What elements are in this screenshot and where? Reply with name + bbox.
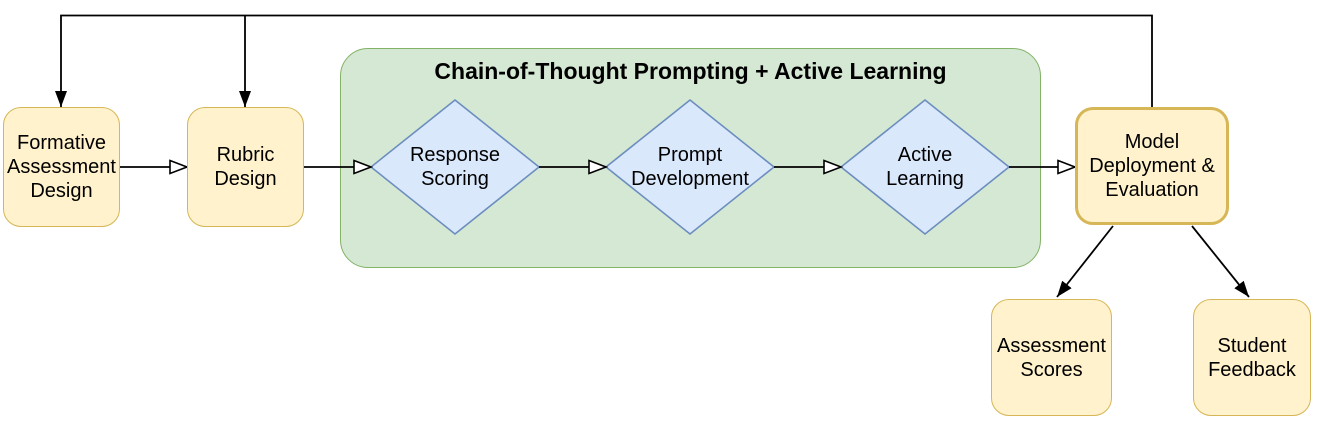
diamond-label-prompt-development: Prompt Development [631, 144, 749, 190]
node-label-feedback: Student Feedback [1208, 334, 1296, 381]
node-label-formative: Formative Assessment Design [7, 132, 116, 202]
node-student-feedback: Student Feedback [1193, 299, 1311, 416]
node-model-deployment-evaluation: Model Deployment & Evaluation [1075, 107, 1229, 225]
node-label-model: Model Deployment & Evaluation [1089, 131, 1215, 201]
edge-model-to-student-feedback [1191, 225, 1250, 298]
node-formative-assessment-design: Formative Assessment Design [3, 107, 120, 227]
node-label-rubric: Rubric Design [214, 144, 277, 190]
group-title: Chain-of-Thought Prompting + Active Lear… [434, 58, 947, 84]
edge-model-to-assessment-scores [1056, 225, 1114, 298]
node-label-scores: Assessment Scores [997, 334, 1106, 381]
diamond-label-active-learning: Active Learning [886, 144, 964, 190]
node-rubric-design: Rubric Design [187, 107, 304, 227]
diamond-label-response-scoring: Response Scoring [409, 144, 501, 190]
node-assessment-scores: Assessment Scores [991, 299, 1112, 416]
